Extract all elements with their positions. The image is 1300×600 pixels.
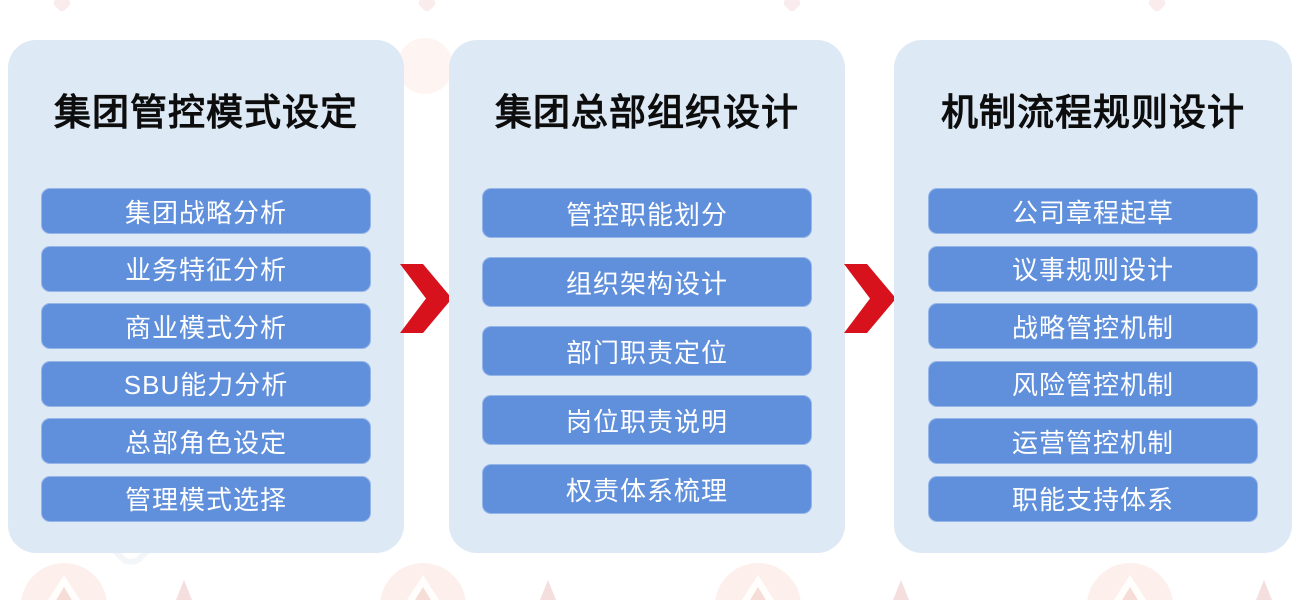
- step-item: 组织架构设计: [482, 257, 812, 307]
- step-list: 管控职能划分组织架构设计部门职责定位岗位职责说明权责体系梳理: [449, 188, 845, 514]
- step-item: 业务特征分析: [41, 245, 371, 292]
- panel-hq-organization-design: 集团总部组织设计 管控职能划分组织架构设计部门职责定位岗位职责说明权责体系梳理: [449, 40, 845, 553]
- watermark-arch: [1087, 563, 1173, 600]
- step-item: 权责体系梳理: [482, 464, 812, 514]
- panel-mechanism-process-rules: 机制流程规则设计 公司章程起草议事规则设计战略管控机制风险管控机制运营管控机制职…: [894, 40, 1292, 553]
- step-item: 职能支持体系: [928, 475, 1258, 522]
- arrow-right-icon: [400, 264, 452, 333]
- panel-title: 集团总部组织设计: [495, 92, 799, 133]
- step-item: 议事规则设计: [928, 245, 1258, 292]
- arrow-right-icon: [844, 264, 896, 333]
- step-list: 集团战略分析业务特征分析商业模式分析 SBU能力分析总部角色设定管理模式选择: [8, 188, 404, 522]
- watermark-arch: [380, 563, 466, 600]
- watermark-top-mark: [52, 0, 72, 13]
- watermark-top-mark: [1147, 0, 1167, 13]
- watermark-arch: [21, 563, 107, 600]
- step-item: 风险管控机制: [928, 360, 1258, 407]
- watermark-arch: [715, 563, 801, 600]
- watermark-pink-circle: [397, 38, 453, 94]
- step-list: 公司章程起草议事规则设计战略管控机制风险管控机制运营管控机制职能支持体系: [894, 188, 1292, 522]
- step-item: 管控职能划分: [482, 188, 812, 238]
- step-item: 集团战略分析: [41, 188, 371, 234]
- step-item: 部门职责定位: [482, 326, 812, 376]
- panel-group-control-mode: 集团管控模式设定 集团战略分析业务特征分析商业模式分析 SBU能力分析总部角色设定…: [8, 40, 404, 553]
- panel-title: 集团管控模式设定: [54, 92, 358, 133]
- watermark-spike: [540, 580, 556, 600]
- step-item: 运营管控机制: [928, 418, 1258, 464]
- step-item: 管理模式选择: [41, 475, 371, 522]
- watermark-spike: [1256, 580, 1272, 600]
- step-item: 战略管控机制: [928, 303, 1258, 349]
- watermark-spike: [893, 580, 909, 600]
- step-item: SBU能力分析: [41, 360, 371, 407]
- watermark-top-mark: [417, 0, 437, 13]
- step-item: 总部角色设定: [41, 418, 371, 464]
- step-item: 岗位职责说明: [482, 395, 812, 445]
- step-item: 商业模式分析: [41, 303, 371, 349]
- step-item: 公司章程起草: [928, 188, 1258, 234]
- watermark-top-mark: [782, 0, 802, 13]
- watermark-spike: [176, 580, 192, 600]
- panel-title: 机制流程规则设计: [941, 92, 1245, 133]
